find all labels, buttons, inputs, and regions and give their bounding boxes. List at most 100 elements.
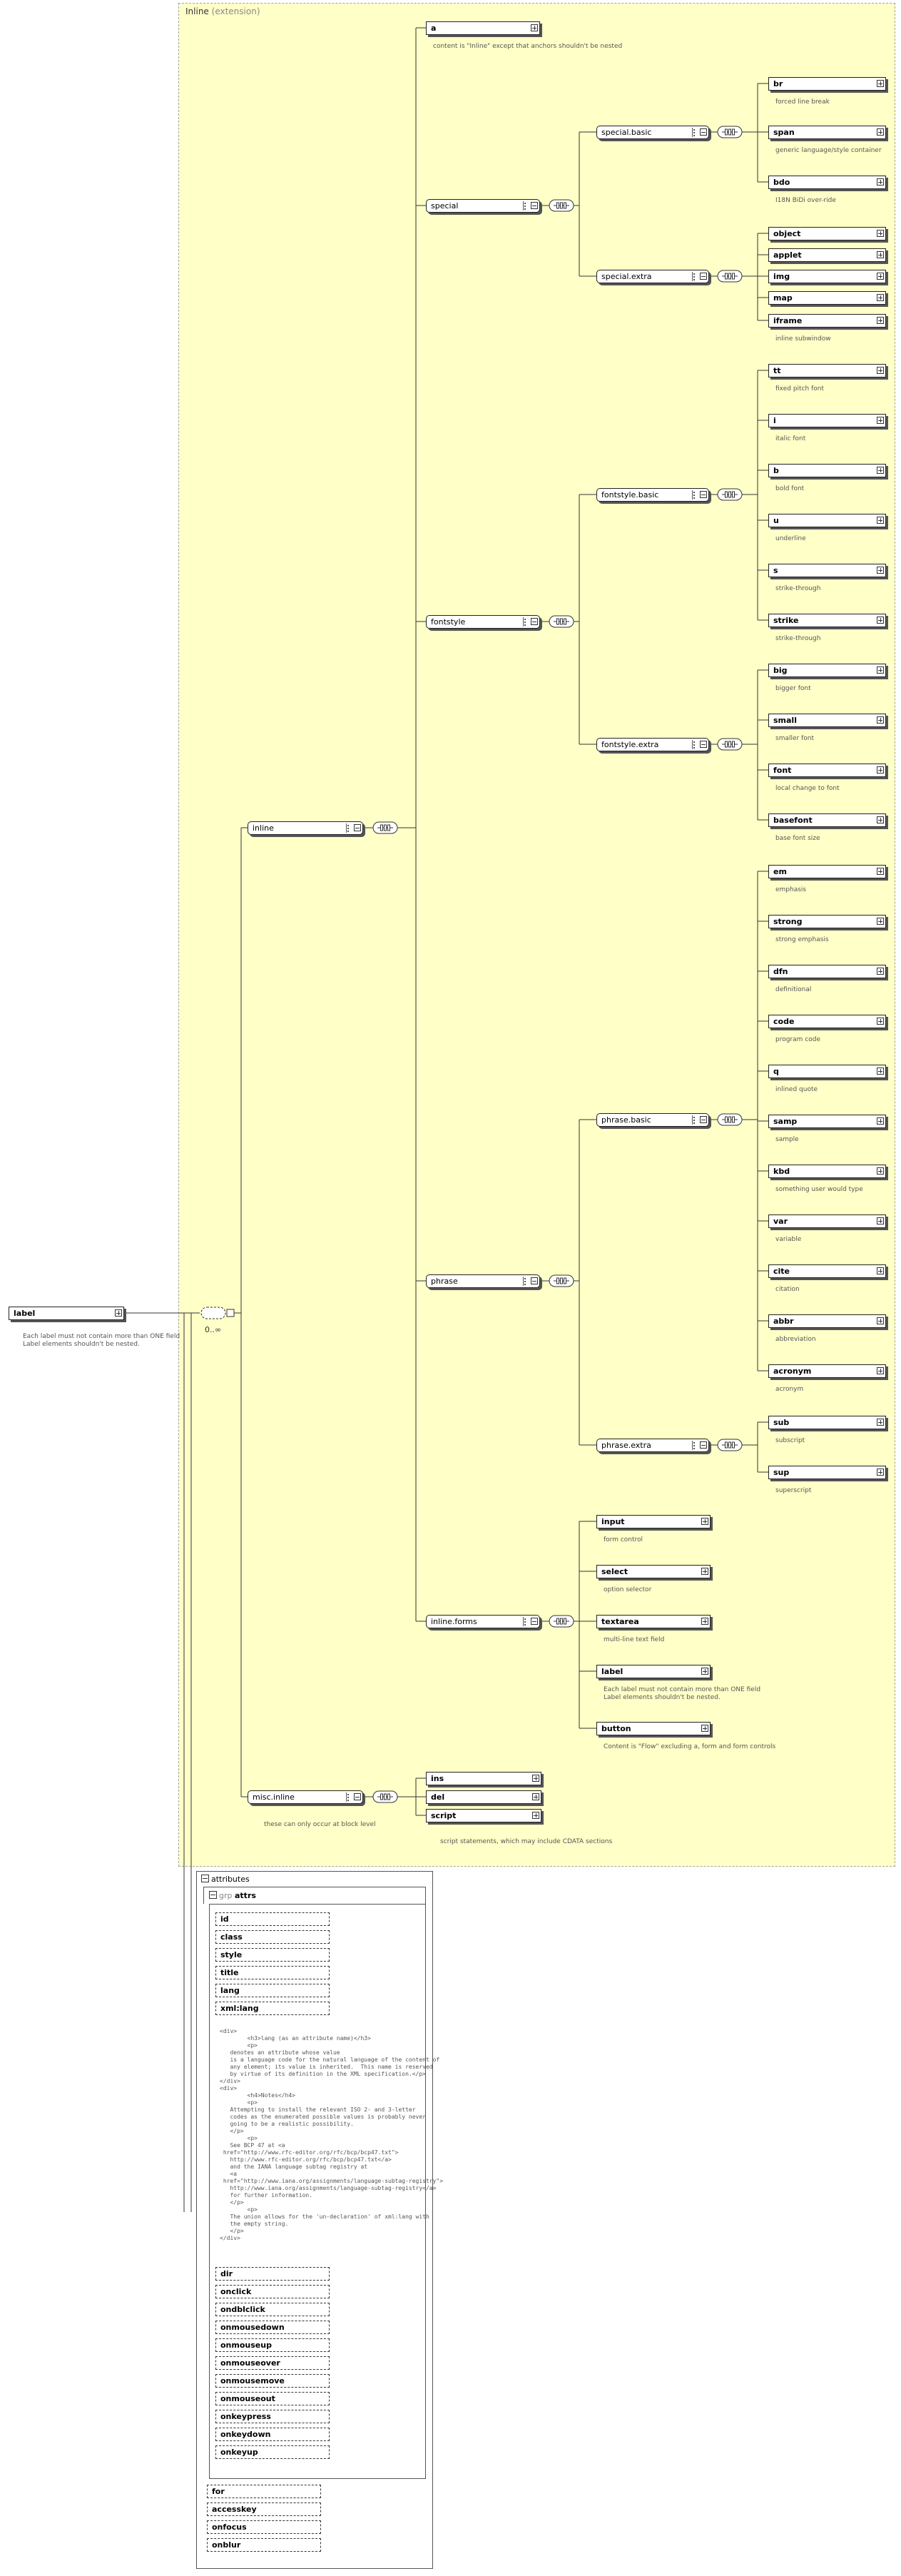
- element-input[interactable]: input: [596, 1515, 711, 1528]
- expand-icon: [877, 517, 884, 524]
- element-span[interactable]: span: [768, 126, 886, 139]
- attribute-onmouseout[interactable]: onmouseout: [215, 2392, 330, 2405]
- element-code[interactable]: code: [768, 1015, 886, 1028]
- attribute-onkeydown[interactable]: onkeydown: [215, 2428, 330, 2441]
- element-strong[interactable]: strong: [768, 915, 886, 928]
- attribute-onmouseover[interactable]: onmouseover: [215, 2356, 330, 2370]
- desc-br: forced line break: [775, 98, 830, 106]
- element-label[interactable]: label: [596, 1665, 711, 1678]
- sequence-compositor-icon: [717, 126, 743, 138]
- element-script[interactable]: script: [426, 1809, 541, 1822]
- expand-icon: [877, 1367, 884, 1374]
- expand-icon: [532, 1812, 539, 1819]
- element-abbr[interactable]: abbr: [768, 1314, 886, 1328]
- attribute-onblur[interactable]: onblur: [207, 2538, 321, 2552]
- sequence-compositor-icon: [549, 615, 574, 628]
- desc-big: bigger font: [775, 685, 811, 692]
- expand-icon: [532, 1775, 539, 1782]
- element-button[interactable]: button: [596, 1722, 711, 1735]
- element-a[interactable]: a: [426, 21, 540, 35]
- element-font[interactable]: font: [768, 764, 886, 777]
- element-basefont[interactable]: basefont: [768, 813, 886, 827]
- attribute-accesskey[interactable]: accesskey: [207, 2503, 321, 2516]
- attribute-onmousedown[interactable]: onmousedown: [215, 2321, 330, 2334]
- element-img[interactable]: img: [768, 270, 886, 283]
- desc-span: generic language/style container: [775, 147, 882, 154]
- attribute-lang[interactable]: lang: [215, 1984, 330, 1997]
- attributes-header[interactable]: attributes: [201, 1875, 250, 1884]
- element-u[interactable]: u: [768, 514, 886, 527]
- attribute-style[interactable]: style: [215, 1948, 330, 1962]
- expand-icon: [877, 128, 884, 136]
- group-special[interactable]: special: [426, 199, 540, 213]
- element-tt[interactable]: tt: [768, 364, 886, 377]
- sequence-compositor-icon: [549, 199, 574, 212]
- expand-icon: [877, 1469, 884, 1476]
- attribute-onfocus[interactable]: onfocus: [207, 2520, 321, 2534]
- attribute-onclick[interactable]: onclick: [215, 2285, 330, 2298]
- group-phrase[interactable]: phrase: [426, 1274, 540, 1288]
- element-del[interactable]: del: [426, 1790, 541, 1804]
- expand-icon: [877, 1317, 884, 1324]
- desc-a: content is "Inline" except that anchors …: [433, 43, 623, 50]
- group-special-basic[interactable]: special.basic: [596, 126, 709, 139]
- element-small[interactable]: small: [768, 714, 886, 727]
- collapse-icon[interactable]: [209, 1891, 217, 1899]
- element-bdo[interactable]: bdo: [768, 176, 886, 189]
- element-dfn[interactable]: dfn: [768, 965, 886, 978]
- element-cite[interactable]: cite: [768, 1264, 886, 1278]
- attribute-xml-lang[interactable]: xml:lang: [215, 2002, 330, 2015]
- attrs-group-header[interactable]: grp attrs: [209, 1891, 256, 1900]
- desc-select: option selector: [604, 1586, 652, 1593]
- attribute-ondblclick[interactable]: ondblclick: [215, 2303, 330, 2316]
- element-em[interactable]: em: [768, 865, 886, 878]
- element-big[interactable]: big: [768, 664, 886, 677]
- attribute-for[interactable]: for: [207, 2485, 321, 2498]
- group-misc-inline[interactable]: misc.inline: [248, 1790, 363, 1804]
- element-acronym[interactable]: acronym: [768, 1364, 886, 1378]
- group-fontstyle[interactable]: fontstyle: [426, 615, 540, 629]
- element-strike[interactable]: strike: [768, 614, 886, 627]
- element-br[interactable]: br: [768, 77, 886, 91]
- attribute-onmousemove[interactable]: onmousemove: [215, 2374, 330, 2388]
- attribute-onmouseup[interactable]: onmouseup: [215, 2338, 330, 2352]
- expand-icon: [700, 273, 707, 280]
- element-var[interactable]: var: [768, 1215, 886, 1228]
- attribute-dir[interactable]: dir: [215, 2267, 330, 2281]
- element-kbd[interactable]: kbd: [768, 1165, 886, 1178]
- expand-icon: [877, 251, 884, 258]
- element-applet[interactable]: applet: [768, 248, 886, 262]
- attribute-title[interactable]: title: [215, 1966, 330, 1979]
- group-phrase-extra[interactable]: phrase.extra: [596, 1439, 709, 1452]
- group-phrase-basic[interactable]: phrase.basic: [596, 1113, 709, 1127]
- group-fontstyle-extra[interactable]: fontstyle.extra: [596, 738, 709, 751]
- group-special-extra[interactable]: special.extra: [596, 270, 709, 283]
- element-iframe[interactable]: iframe: [768, 314, 886, 328]
- expand-icon: [877, 816, 884, 823]
- element-object[interactable]: object: [768, 227, 886, 240]
- expand-icon: [701, 1725, 708, 1732]
- attribute-id[interactable]: id: [215, 1912, 330, 1926]
- expand-icon: [877, 1267, 884, 1274]
- attribute-onkeyup[interactable]: onkeyup: [215, 2445, 330, 2459]
- element-b[interactable]: b: [768, 464, 886, 477]
- element-i[interactable]: i: [768, 414, 886, 427]
- element-ins[interactable]: ins: [426, 1772, 541, 1785]
- element-samp[interactable]: samp: [768, 1115, 886, 1128]
- element-map[interactable]: map: [768, 291, 886, 305]
- element-s[interactable]: s: [768, 564, 886, 577]
- root-label-element[interactable]: label: [9, 1307, 124, 1320]
- expand-icon: [877, 1167, 884, 1175]
- attribute-class[interactable]: class: [215, 1930, 330, 1944]
- desc-strong: strong emphasis: [775, 936, 829, 943]
- group-inline[interactable]: inline: [248, 821, 363, 835]
- element-sup[interactable]: sup: [768, 1466, 886, 1479]
- group-inline-forms[interactable]: inline.forms: [426, 1615, 540, 1628]
- element-sub[interactable]: sub: [768, 1416, 886, 1429]
- attribute-onkeypress[interactable]: onkeypress: [215, 2410, 330, 2423]
- element-select[interactable]: select: [596, 1565, 711, 1578]
- group-fontstyle-basic[interactable]: fontstyle.basic: [596, 488, 709, 502]
- element-textarea[interactable]: textarea: [596, 1615, 711, 1628]
- element-q[interactable]: q: [768, 1065, 886, 1078]
- collapse-icon[interactable]: [201, 1875, 209, 1882]
